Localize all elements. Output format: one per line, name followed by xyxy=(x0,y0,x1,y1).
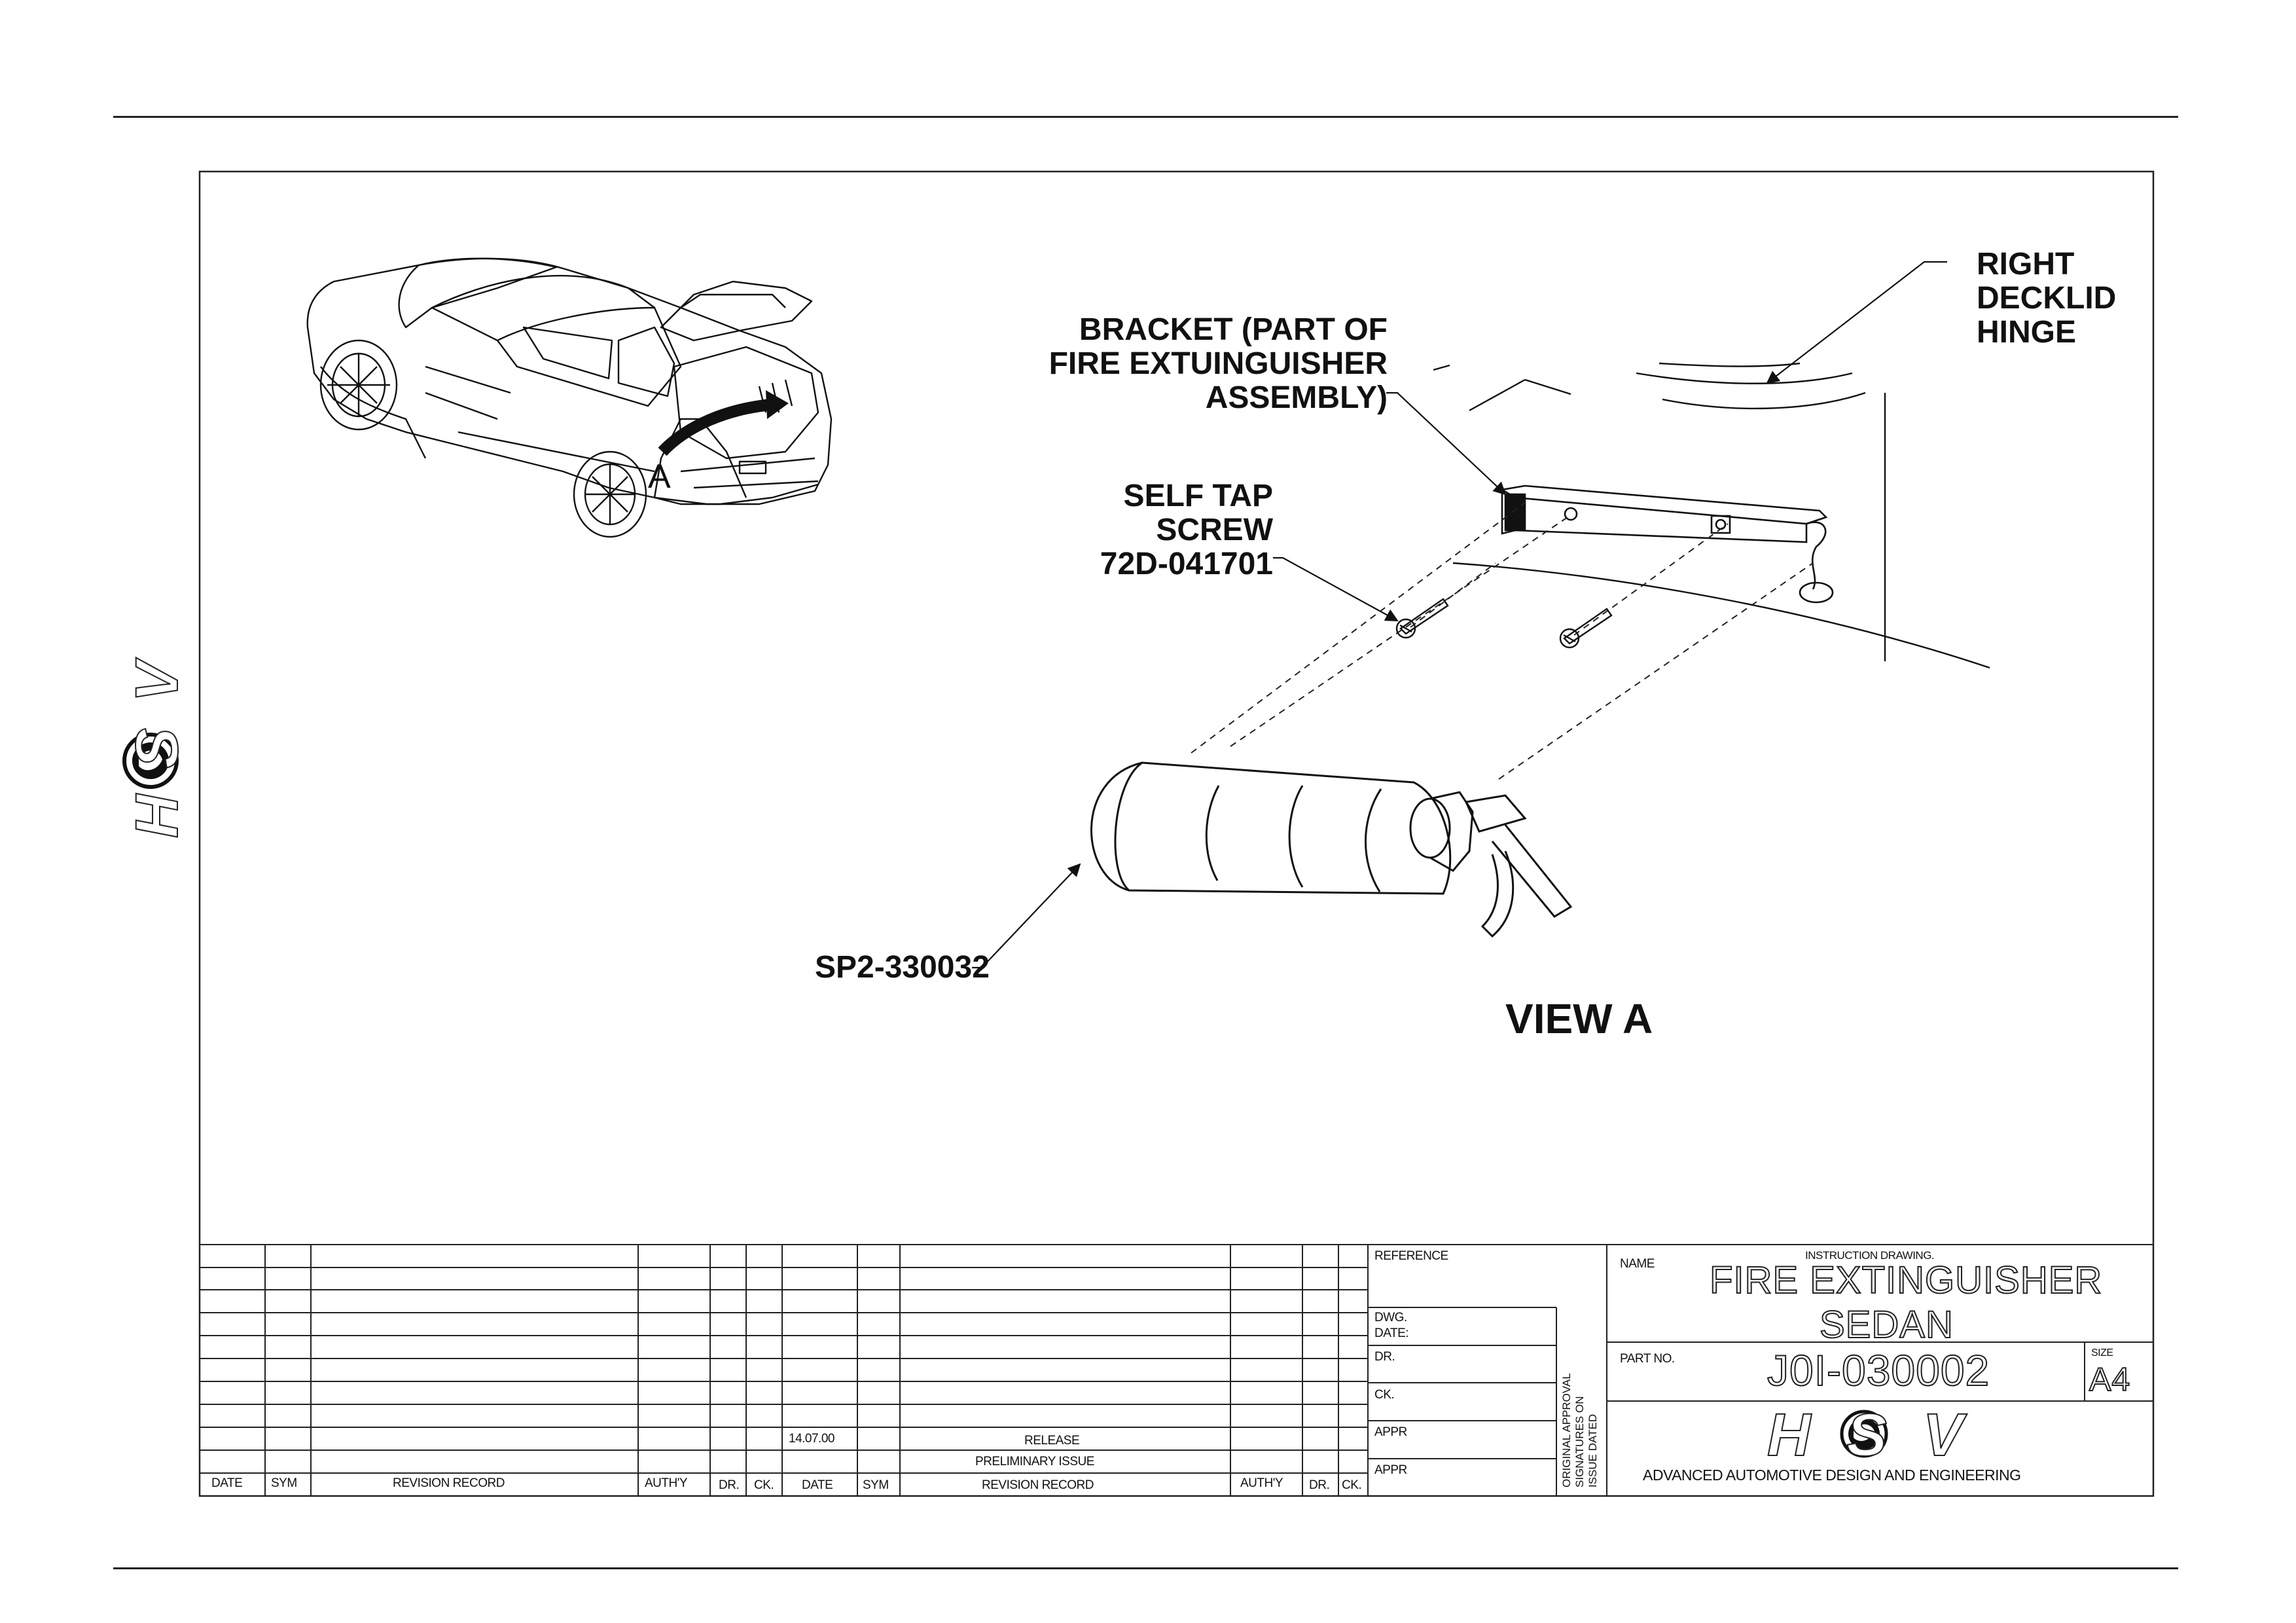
dwg-label: DWG. xyxy=(1374,1311,1407,1324)
view-a-title: VIEW A xyxy=(1505,995,1653,1042)
rev-header-date-2: DATE xyxy=(802,1478,833,1492)
top-rule xyxy=(113,116,2178,118)
screw-line-1: SELF TAP xyxy=(1123,479,1273,513)
rev-header-ck-2: CK. xyxy=(1342,1478,1362,1492)
rev-entry-date: 14.07.00 xyxy=(789,1432,834,1446)
drawing-type: INSTRUCTION DRAWING. xyxy=(1805,1249,1935,1262)
rev-header-ck-1: CK. xyxy=(754,1478,774,1492)
size-value: A4 xyxy=(2089,1360,2131,1398)
right-hinge-line-3: HINGE xyxy=(1977,314,2077,350)
rev-header-record-2: REVISION RECORD xyxy=(982,1478,1094,1492)
side-logo-circle xyxy=(122,733,179,789)
size-label: SIZE xyxy=(2091,1347,2113,1359)
bracket-line-2: FIRE EXTUINGUISHER xyxy=(1049,346,1388,381)
ck-label: CK. xyxy=(1374,1388,1395,1402)
side-logo-text: HSV xyxy=(123,635,191,839)
company-tagline: ADVANCED AUTOMOTIVE DESIGN AND ENGINEERI… xyxy=(1643,1467,2021,1484)
right-hinge-line-1: RIGHT xyxy=(1977,247,2075,282)
view-a-marker: A xyxy=(648,458,671,496)
rev-header-date-1: DATE xyxy=(211,1476,243,1490)
right-hinge-label: RIGHT DECKLID HINGE xyxy=(1977,247,2116,349)
view-a-arrowhead xyxy=(766,390,789,419)
title-block-frame xyxy=(199,1244,2154,1497)
rev-entry-preliminary: PRELIMINARY ISSUE xyxy=(975,1455,1094,1468)
title-logo-circle xyxy=(1840,1410,1888,1458)
screw-line-2: SCREW xyxy=(1156,512,1273,547)
name-label: NAME xyxy=(1620,1257,1655,1271)
screw-label: SELF TAP SCREW 72D-041701 xyxy=(1060,479,1273,581)
screw-line-3: 72D-041701 xyxy=(1100,546,1273,581)
rev-header-sym-2: SYM xyxy=(863,1478,889,1492)
bracket-line-3: ASSEMBLY) xyxy=(1205,380,1388,415)
leader-lines xyxy=(972,261,1947,969)
view-a-arrow xyxy=(658,399,772,456)
rev-entry-release: RELEASE xyxy=(1024,1434,1080,1448)
part-number: J0I-030002 xyxy=(1767,1345,1990,1395)
approval-note-line-2: SIGNATURES ON xyxy=(1573,1396,1586,1487)
dr-label: DR. xyxy=(1374,1350,1395,1364)
rev-header-auth-1: AUTH'Y xyxy=(645,1476,688,1490)
bracket-label: BRACKET (PART OF FIRE EXTUINGUISHER ASSE… xyxy=(1034,313,1388,414)
appr-label-2: APPR xyxy=(1374,1463,1407,1477)
rev-header-sym-1: SYM xyxy=(271,1476,297,1490)
approval-note: ORIGINAL APPROVAL SIGNATURES ON ISSUE DA… xyxy=(1560,1373,1600,1487)
title-line-2: SEDAN xyxy=(1819,1303,1954,1347)
date-label: DATE: xyxy=(1374,1326,1409,1340)
approval-note-line-3: ISSUE DATED xyxy=(1587,1413,1599,1487)
rev-header-record-1: REVISION RECORD xyxy=(393,1476,505,1490)
fire-extinguisher xyxy=(1090,761,1573,938)
appr-label-1: APPR xyxy=(1374,1425,1407,1439)
title-line-1: FIRE EXTINGUISHER xyxy=(1709,1258,2103,1302)
title-logo-text: HSV xyxy=(1767,1401,2000,1469)
approval-note-line-1: ORIGINAL APPROVAL xyxy=(1560,1373,1573,1487)
self-tap-screws xyxy=(1395,598,1613,649)
right-hinge-line-2: DECKLID xyxy=(1977,280,2117,316)
rev-header-dr-1: DR. xyxy=(719,1478,740,1492)
bottom-rule xyxy=(113,1567,2178,1569)
extinguisher-part-label: SP2-330032 xyxy=(815,950,990,985)
assembly-lines xyxy=(1191,502,1814,780)
reference-label: REFERENCE xyxy=(1374,1249,1448,1263)
rev-header-auth-2: AUTH'Y xyxy=(1240,1476,1283,1490)
trunk-outline xyxy=(1433,362,1990,669)
rev-header-dr-2: DR. xyxy=(1309,1478,1330,1492)
car-illustration xyxy=(306,257,833,538)
part-no-label: PART NO. xyxy=(1620,1352,1675,1366)
bracket-line-1: BRACKET (PART OF xyxy=(1079,312,1388,347)
bracket xyxy=(1499,484,1834,604)
